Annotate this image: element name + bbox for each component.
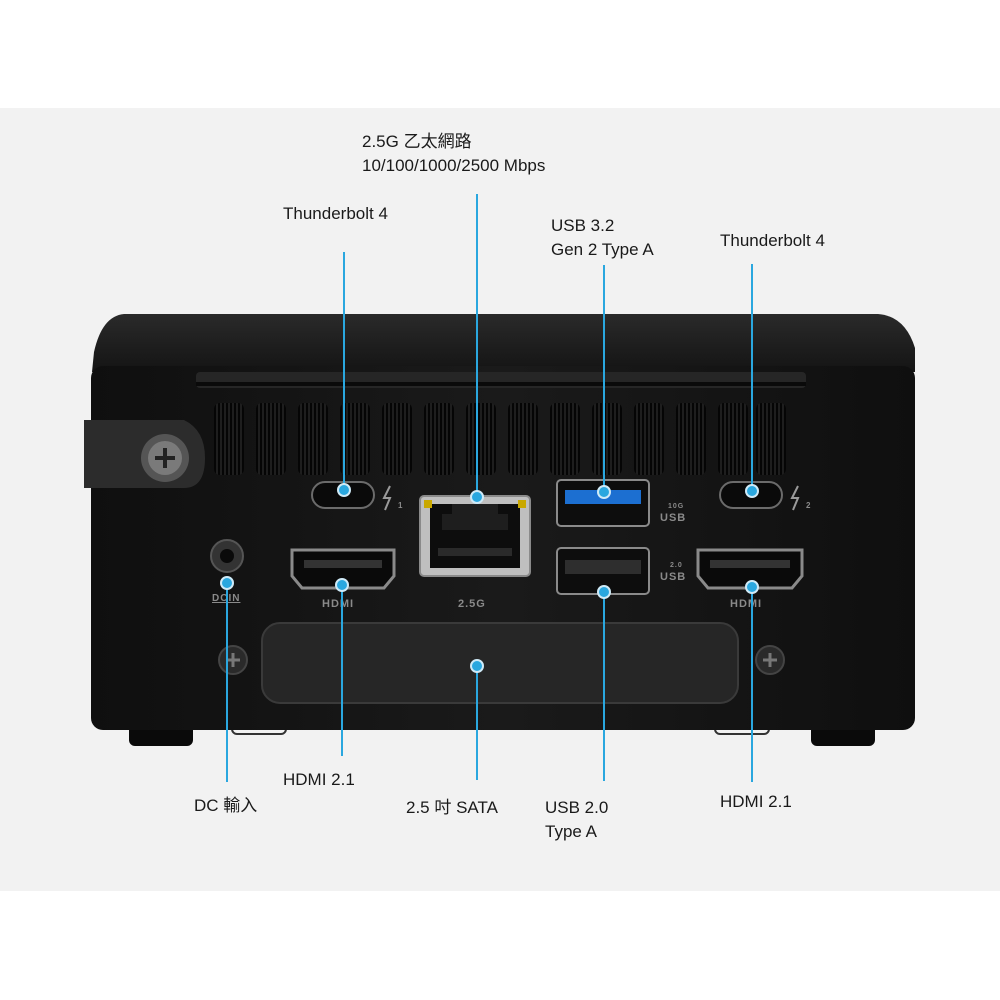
- label-hdmi-left: HDMI 2.1: [283, 770, 355, 789]
- callout-dot-usb20: [597, 585, 611, 599]
- label-ethernet-speeds: 10/100/1000/2500 Mbps: [362, 156, 546, 175]
- vent-slot: [592, 403, 622, 475]
- marking-usb-top: USB: [660, 512, 687, 524]
- vent-slot: [466, 403, 496, 475]
- vent-slot: [340, 403, 370, 475]
- marking-tb-right-index: 2: [806, 501, 812, 510]
- label-hdmi-right: HDMI 2.1: [720, 792, 792, 811]
- callout-dot-hdmi-left: [335, 578, 349, 592]
- callout-dot-tb-right: [745, 484, 759, 498]
- callout-line-hdmi-right: [751, 586, 753, 782]
- callout-line-tb-left: [343, 252, 345, 489]
- label-ethernet-title: 2.5G 乙太網路: [362, 132, 472, 151]
- marking-lan: 2.5G: [458, 598, 486, 610]
- label-usb20-line2: Type A: [545, 822, 597, 841]
- marking-hdmi-right: HDMI: [730, 598, 763, 610]
- vent-slot: [298, 403, 328, 475]
- marking-dc-in: DCIN: [212, 593, 240, 604]
- callout-dot-dc: [220, 576, 234, 590]
- callout-line-usb32: [603, 265, 605, 491]
- vent-slot: [634, 403, 664, 475]
- marking-hdmi-left: HDMI: [322, 598, 355, 610]
- vent-slot: [676, 403, 706, 475]
- callout-line-dc: [226, 582, 228, 782]
- callout-dot-usb32: [597, 485, 611, 499]
- callout-line-tb-right: [751, 264, 753, 490]
- label-tb4-right: Thunderbolt 4: [720, 231, 825, 250]
- label-usb32-line1: USB 3.2: [551, 216, 615, 235]
- vent-slot: [508, 403, 538, 475]
- vent-slot: [550, 403, 580, 475]
- callout-dot-tb-left: [337, 483, 351, 497]
- vent-slot: [214, 403, 244, 475]
- vent-slot: [756, 403, 786, 475]
- label-usb20-line1: USB 2.0: [545, 798, 609, 817]
- hdmi-port-right: [696, 548, 804, 590]
- callout-line-hdmi-left: [341, 584, 343, 756]
- callout-line-sata: [476, 666, 478, 780]
- vent-slot: [424, 403, 454, 475]
- label-sata: 2.5 吋 SATA: [406, 798, 498, 817]
- marking-usb-bottom-speed: 2.0: [670, 562, 683, 569]
- callout-dot-hdmi-right: [745, 580, 759, 594]
- vent-slot: [382, 403, 412, 475]
- label-usb32-line2: Gen 2 Type A: [551, 240, 654, 259]
- label-dc-in: DC 輸入: [194, 796, 258, 815]
- callout-dot-ethernet: [470, 490, 484, 504]
- callout-dot-sata: [470, 659, 484, 673]
- vent-slot: [718, 403, 748, 475]
- vent-slot: [256, 403, 286, 475]
- callout-line-ethernet: [476, 194, 478, 496]
- callout-line-usb20: [603, 591, 605, 781]
- marking-usb-bottom: USB: [660, 571, 687, 583]
- hdmi-port-left: [290, 548, 396, 590]
- sata-cover: [261, 622, 739, 704]
- label-tb4-left: Thunderbolt 4: [283, 204, 388, 223]
- marking-tb-left-index: 1: [398, 501, 404, 510]
- marking-usb-top-speed: 10G: [668, 503, 685, 510]
